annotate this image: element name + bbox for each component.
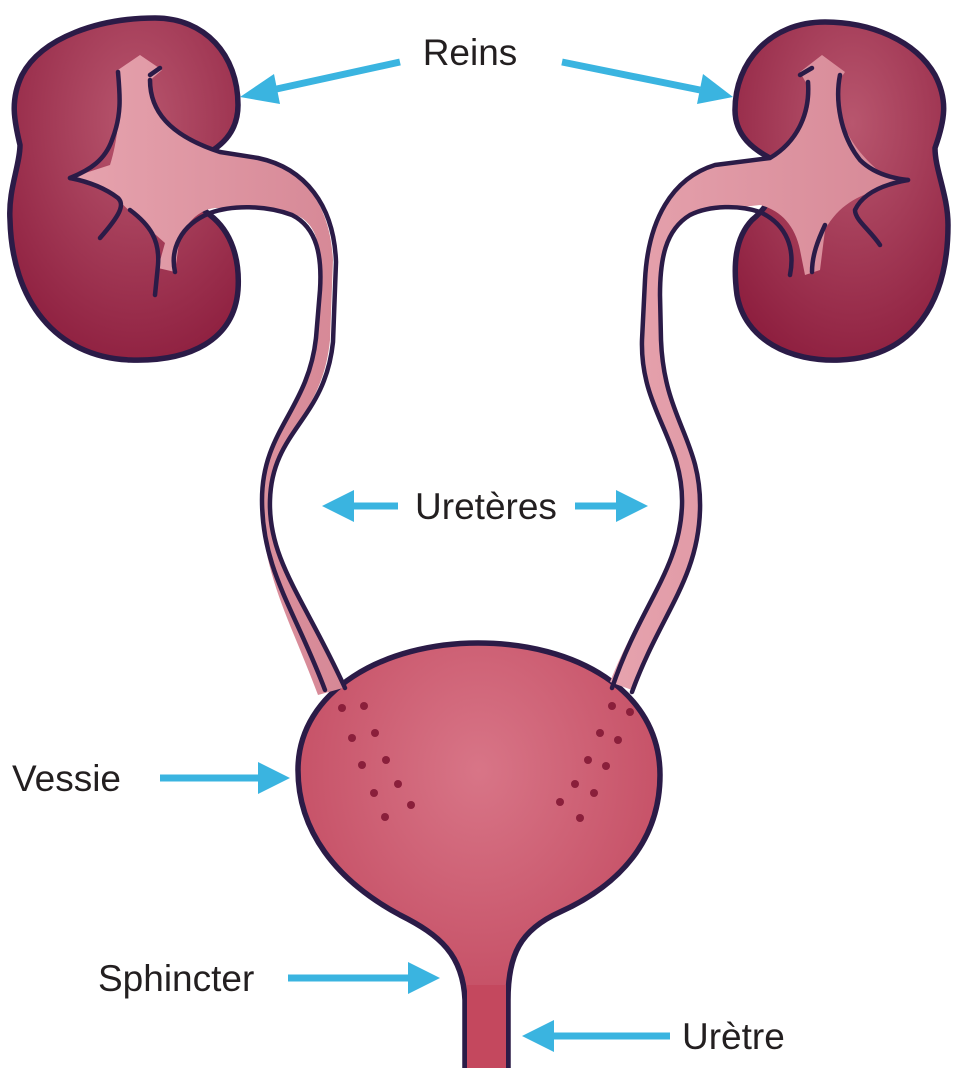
arrow-sphincter <box>288 962 440 994</box>
label-vessie: Vessie <box>12 758 121 799</box>
arrow-reins-right <box>562 62 733 104</box>
label-sphincter: Sphincter <box>98 958 254 999</box>
label-uretre: Urètre <box>682 1016 785 1057</box>
left-kidney <box>10 18 345 695</box>
arrow-vessie <box>160 762 290 794</box>
label-reins: Reins <box>423 32 518 73</box>
arrow-ureteres-left <box>322 490 398 522</box>
arrow-ureteres-right <box>575 490 648 522</box>
bladder <box>298 643 660 1068</box>
arrow-uretre <box>522 1020 670 1052</box>
arrow-reins-left <box>240 62 400 104</box>
label-ureteres: Uretères <box>415 486 557 527</box>
right-kidney <box>610 22 948 692</box>
urethra <box>467 985 506 1068</box>
